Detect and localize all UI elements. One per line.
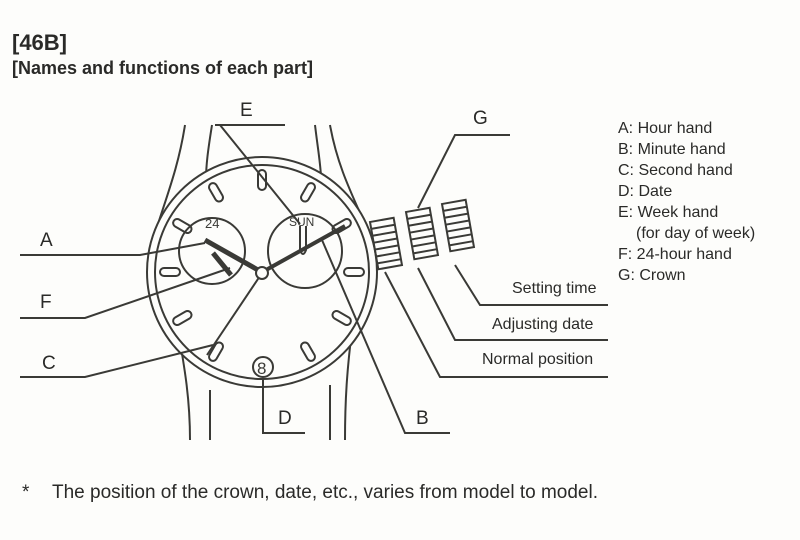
hour-index [257, 169, 267, 191]
label-F: F [40, 292, 52, 313]
footnote-text: The position of the crown, date, etc., v… [52, 482, 598, 503]
legend-item: (for day of week) [636, 225, 756, 242]
24-hour-hand [211, 251, 233, 277]
legend-item: E: Week hand [618, 204, 719, 221]
hour-index [343, 267, 365, 277]
label-G: G [473, 108, 488, 129]
hour-index [331, 310, 352, 326]
center-pivot [255, 266, 269, 280]
legend-item: C: Second hand [618, 162, 733, 179]
minute-hand [265, 224, 346, 272]
crown-normal-position: Normal position [482, 351, 594, 368]
crown-position-3 [440, 198, 476, 253]
leader-setting-time [454, 264, 608, 306]
legend-item: G: Crown [618, 267, 686, 284]
label-B: B [416, 408, 429, 429]
leader-D [262, 378, 305, 434]
hour-index [159, 267, 181, 277]
second-hand [206, 272, 263, 356]
leader-G [417, 134, 510, 209]
hour-index [208, 341, 224, 362]
crown-position-1 [368, 216, 404, 271]
subdial-24-hour [178, 217, 246, 285]
leader-C [20, 344, 214, 378]
label-C: C [42, 353, 56, 374]
crown-position-2 [404, 206, 440, 261]
leader-adjusting-date [417, 267, 608, 341]
leader-A [20, 242, 206, 256]
subdial-day-label: SUN [289, 215, 314, 229]
hour-indices [159, 169, 365, 362]
date-window [252, 356, 274, 378]
legend-item: B: Minute hand [618, 141, 726, 158]
hour-index [172, 309, 193, 326]
footnote-marker: * [22, 482, 30, 503]
crown-setting-time: Setting time [512, 280, 597, 297]
legend-item: D: Date [618, 183, 673, 200]
label-A: A [40, 230, 53, 251]
subdial-day [267, 213, 343, 289]
leader-E [215, 124, 301, 225]
label-D: D [278, 408, 292, 429]
leader-F [20, 267, 231, 319]
crowns [368, 198, 476, 271]
legend-item: A: Hour hand [618, 120, 713, 137]
crown-adjusting-date: Adjusting date [492, 316, 594, 333]
hour-index [300, 341, 316, 362]
section-title: [Names and functions of each part] [12, 58, 314, 78]
hour-hand [203, 237, 260, 273]
label-E: E [240, 100, 253, 121]
legend: A: Hour hand B: Minute hand C: Second ha… [618, 118, 755, 286]
date-value: 8 [257, 359, 266, 378]
subdial-24-label: 24 [205, 216, 219, 231]
section-code: [46B] [12, 30, 68, 55]
hour-index [300, 182, 316, 203]
leader-normal-position [384, 271, 608, 378]
hour-index [172, 218, 193, 234]
leader-B [321, 239, 450, 434]
legend-item: F: 24-hour hand [618, 246, 732, 263]
hour-index [208, 182, 224, 203]
